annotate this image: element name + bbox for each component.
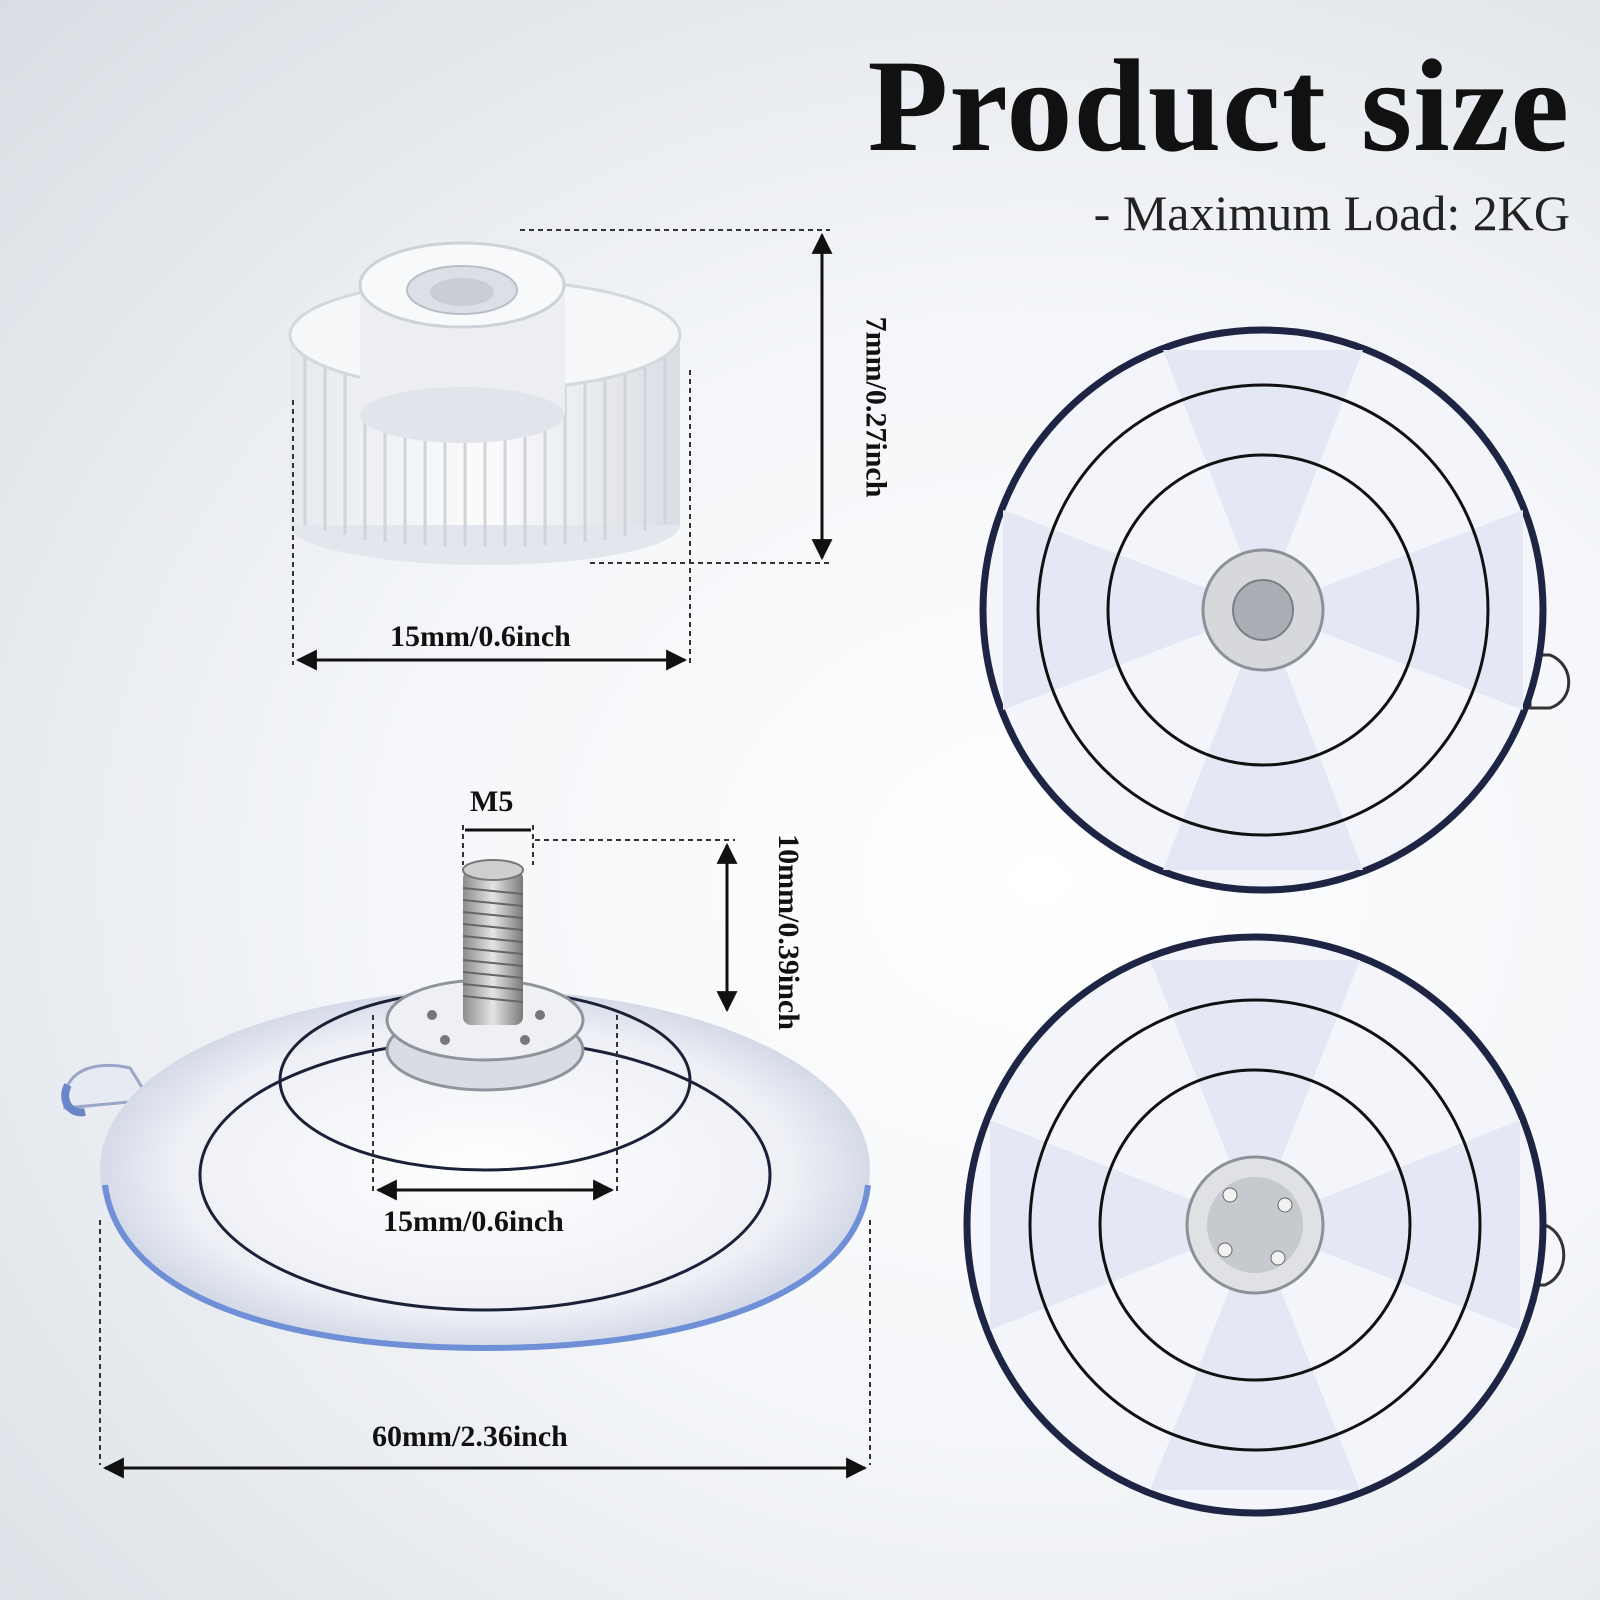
suction-cup-top-view-base [963,933,1566,1517]
nut-height-label: 7mm/0.27inch [859,316,893,498]
screw-height-label: 10mm/0.39inch [771,834,805,1030]
cup-diameter-label: 60mm/2.36inch [372,1420,568,1453]
side-dimension-lines [99,825,871,1465]
nut-width-label: 15mm/0.6inch [390,620,571,653]
base-width-label: 15mm/0.6inch [383,1205,564,1238]
suction-cup-top-view-nut [979,326,1571,894]
page-title: Product size [867,32,1570,179]
thread-size-label: M5 [470,785,514,818]
suction-cup-side [61,859,871,1352]
page-subtitle: - Maximum Load: 2KG [1093,185,1570,241]
knurled-nut [288,241,682,565]
nut-dimension-lines [292,229,830,665]
